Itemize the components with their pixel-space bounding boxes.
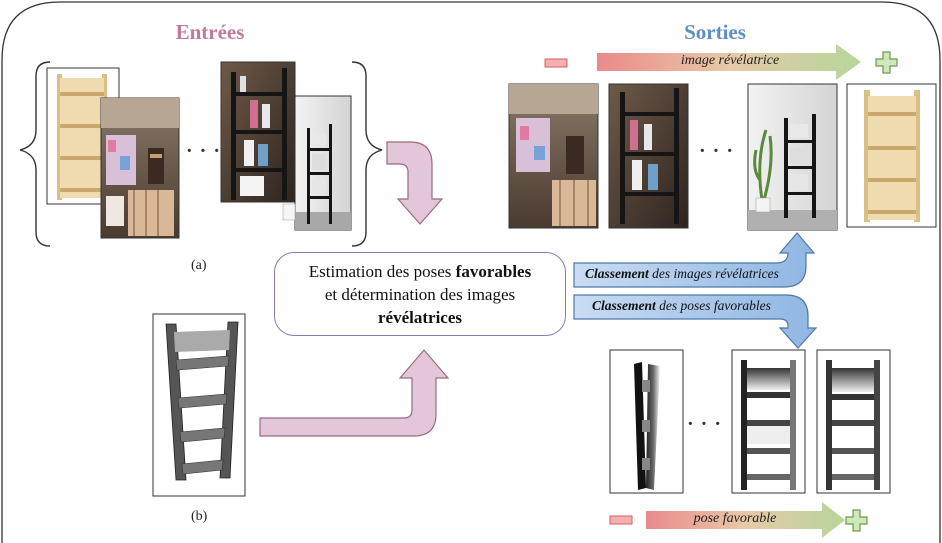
left-brace [19, 61, 51, 247]
input-photo-child-room [100, 97, 180, 239]
rank-images-bold: Classement [585, 266, 649, 281]
output-pose-render-3 [816, 349, 891, 494]
output-photo-child-room [508, 83, 599, 229]
label-b: (b) [191, 509, 208, 524]
central-line-1-text: Estimation des poses [308, 261, 456, 281]
output-pose-render-2 [731, 349, 806, 494]
scale-bar-image [544, 44, 898, 80]
central-line-3: révélatrices [378, 306, 462, 329]
rank-images-label: Classement des images révélatrices [585, 266, 779, 282]
scale-bar-pose [609, 502, 868, 538]
blue-arrow-images [573, 232, 816, 288]
output-photo-dark-shelf [608, 83, 689, 229]
right-brace [351, 61, 383, 247]
central-process-box: Estimation des poses favorables et déter… [274, 252, 566, 336]
output-photo-white-wall-shelf [747, 83, 838, 231]
rank-images-rest: des images révélatrices [648, 266, 779, 281]
output-pose-render-1 [609, 349, 684, 494]
output-image-ellipsis: · · · [699, 140, 735, 162]
output-pose-ellipsis: · · · [687, 413, 723, 435]
input-3d-model [152, 313, 246, 497]
inputs-title: Entrées [175, 20, 245, 44]
rank-poses-bold: Classement [592, 298, 656, 313]
plus-icon-top [875, 51, 898, 74]
rank-poses-label: Classement des poses favorables [592, 298, 771, 314]
central-line-2: et détermination des images [324, 284, 516, 304]
blue-arrow-poses [573, 294, 818, 349]
rank-poses-rest: des poses favorables [655, 298, 771, 313]
input-photo-dark-shelf [220, 61, 296, 203]
input-photo-white-wall-shelf [282, 95, 352, 231]
outputs-title: Sorties [684, 20, 746, 44]
scale-top-label: image révélatrice [680, 53, 780, 68]
central-line-3-bold: révélatrices [378, 307, 462, 327]
pink-arrow-down [386, 141, 444, 225]
input-ellipsis: · · · [186, 140, 222, 162]
plus-icon-bottom [845, 509, 868, 532]
central-line-1: Estimation des poses favorables [309, 260, 531, 283]
central-line-1-bold: favorables [455, 261, 532, 281]
label-a: (a) [191, 258, 207, 273]
input-photo-catalog-shelf [46, 67, 120, 205]
pink-arrow-up [259, 349, 450, 437]
scale-bottom-label: pose favorable [693, 511, 777, 526]
output-photo-catalog-shelf [846, 83, 937, 228]
